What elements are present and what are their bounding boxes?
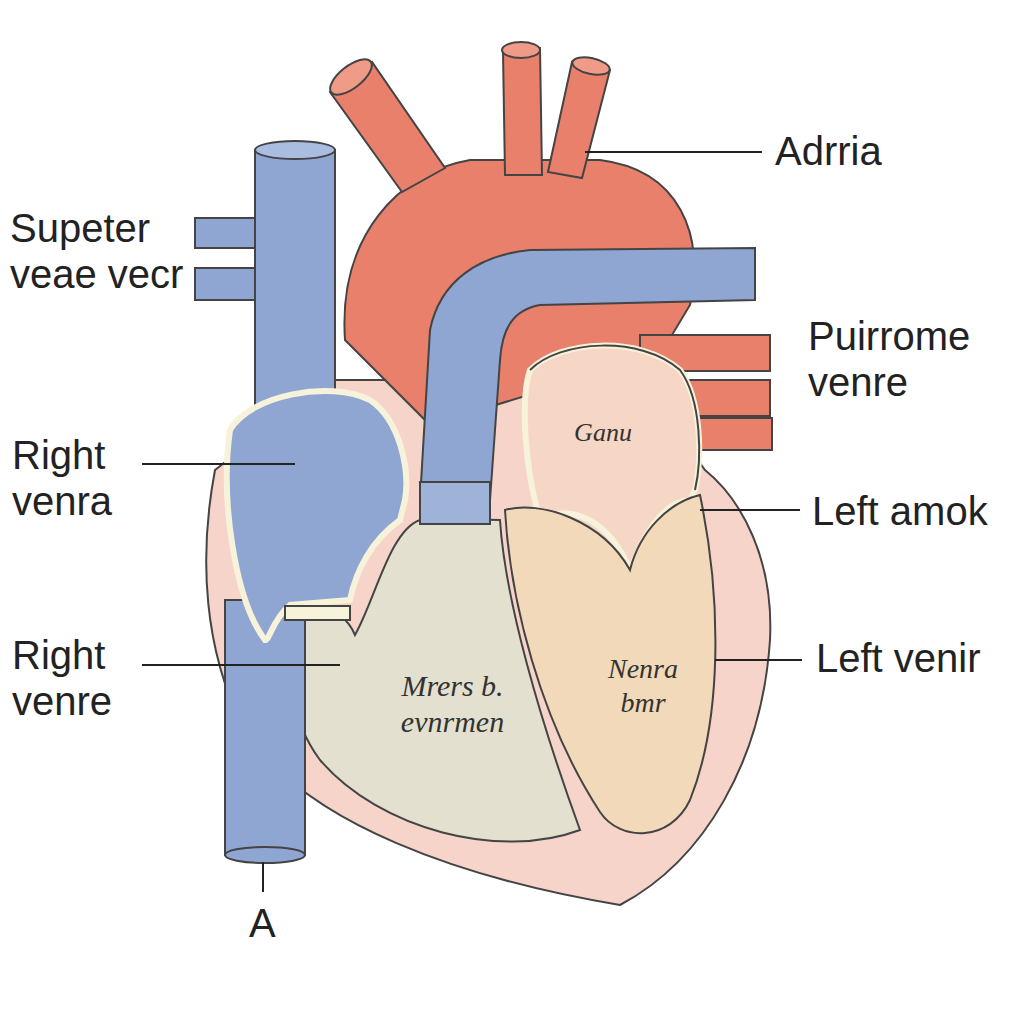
vessel-opening xyxy=(502,42,540,58)
vessel-opening xyxy=(325,53,378,101)
leader-line xyxy=(142,463,295,465)
vein-branch xyxy=(195,218,260,248)
part-label: Puirrome venre xyxy=(808,313,1008,405)
part-label: Mrers b. evnrmen xyxy=(365,668,540,740)
part-label: Left venir xyxy=(816,635,981,681)
aorta-branch xyxy=(503,48,542,175)
part-label: Ganu xyxy=(548,418,658,448)
leader-line xyxy=(262,862,264,892)
vessel-opening xyxy=(571,54,611,78)
part-label: Supeter veae vecr xyxy=(10,205,195,297)
part-label: Right venra xyxy=(12,432,162,524)
part-label: A xyxy=(249,900,276,946)
aorta-branch xyxy=(548,62,610,178)
pulmonary-valve xyxy=(420,482,490,524)
part-label: Adrria xyxy=(775,128,882,174)
leader-line xyxy=(142,664,340,666)
vessel-opening xyxy=(255,141,335,159)
part-label: Nenra bmr xyxy=(588,652,698,720)
right-atrium xyxy=(227,391,406,640)
vessel-opening xyxy=(225,847,305,863)
vein-branch xyxy=(195,268,260,300)
tricuspid-valve xyxy=(285,606,350,620)
leader-line xyxy=(585,151,762,153)
leader-line xyxy=(715,659,802,661)
leader-line xyxy=(700,509,800,511)
part-label: Left amok xyxy=(812,488,988,534)
part-label: Right venre xyxy=(12,632,162,724)
pulmonary-artery xyxy=(420,248,755,500)
chamber-outline xyxy=(530,346,699,490)
